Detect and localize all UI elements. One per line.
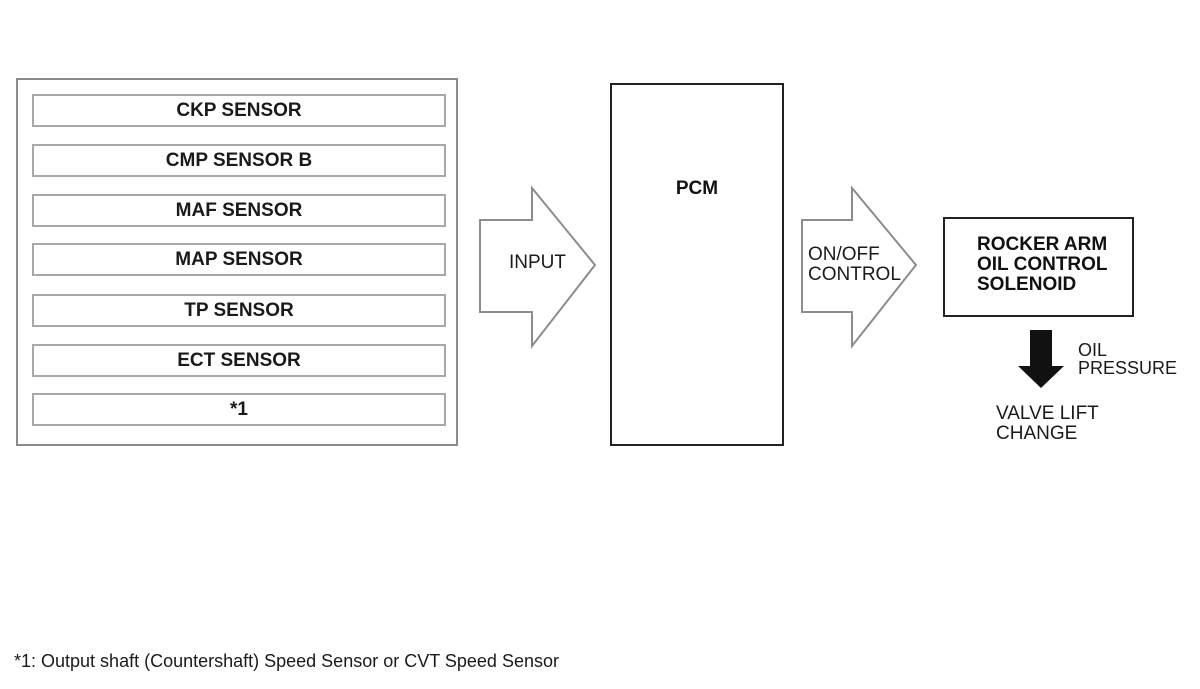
pcm-label: PCM [675,177,719,199]
input-arrow-label: INPUT [509,252,566,273]
footnote: *1: Output shaft (Countershaft) Speed Se… [14,651,559,671]
sensor-panel: CKP SENSOR CMP SENSOR B MAF SENSOR MAP S… [16,78,458,446]
sensor-box-cmp: CMP SENSOR B [32,144,446,177]
sensor-label: ECT SENSOR [177,349,301,371]
oil-pressure-arrow [1018,330,1064,388]
valve-lift-line2: CHANGE [996,423,1078,444]
oil-pressure-line1: OIL [1078,340,1108,360]
solenoid-label: ROCKER ARM OIL CONTROL SOLENOID [977,235,1108,295]
sensor-box-footnote-ref: *1 [32,393,446,426]
solenoid-label-line3: SOLENOID [977,274,1077,295]
sensor-box-tp: TP SENSOR [32,294,446,327]
sensor-box-maf: MAF SENSOR [32,194,446,227]
oil-pressure-label: OIL PRESSURE [1078,341,1177,377]
control-arrow-label: ON/OFF CONTROL [808,245,901,285]
pcm-block: PCM [610,83,784,446]
sensor-box-ect: ECT SENSOR [32,344,446,377]
sensor-box-map: MAP SENSOR [32,243,446,276]
sensor-label: CMP SENSOR B [165,149,313,171]
sensor-label: TP SENSOR [184,299,294,321]
control-label-line1: ON/OFF [808,244,880,265]
solenoid-label-line2: OIL CONTROL [977,254,1108,275]
sensor-box-ckp: CKP SENSOR [32,94,446,127]
control-arrow [801,185,918,349]
valve-lift-label: VALVE LIFT CHANGE [996,404,1099,444]
sensor-label: CKP SENSOR [176,99,302,121]
valve-lift-line1: VALVE LIFT [996,403,1099,424]
sensor-label: *1 [230,398,248,420]
sensor-label: MAF SENSOR [175,199,303,221]
input-arrow [479,185,597,349]
sensor-label: MAP SENSOR [175,248,303,270]
control-label-line2: CONTROL [808,264,901,285]
oil-pressure-line2: PRESSURE [1078,358,1178,378]
solenoid-label-line1: ROCKER ARM [977,234,1108,255]
solenoid-block: ROCKER ARM OIL CONTROL SOLENOID [943,217,1134,317]
